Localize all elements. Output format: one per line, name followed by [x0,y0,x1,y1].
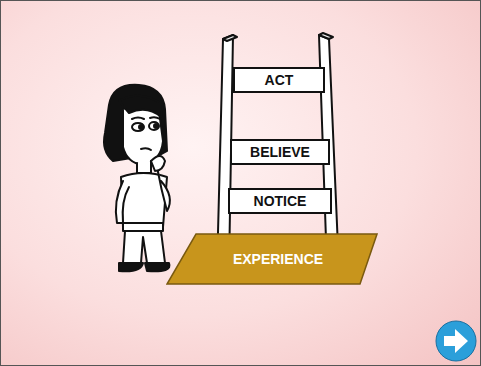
rung-label: BELIEVE [250,145,310,159]
ladder-rung: NOTICE [228,188,332,214]
base-mat: EXPERIENCE [166,233,378,285]
ladder-rung: ACT [233,67,325,93]
mat-label: EXPERIENCE [233,252,323,266]
mat-fill [167,234,377,284]
rung-label: NOTICE [254,194,307,208]
woman-figure [104,85,170,272]
ladder-rung: BELIEVE [230,139,330,165]
next-button [436,321,476,361]
rung-label: ACT [265,73,294,87]
